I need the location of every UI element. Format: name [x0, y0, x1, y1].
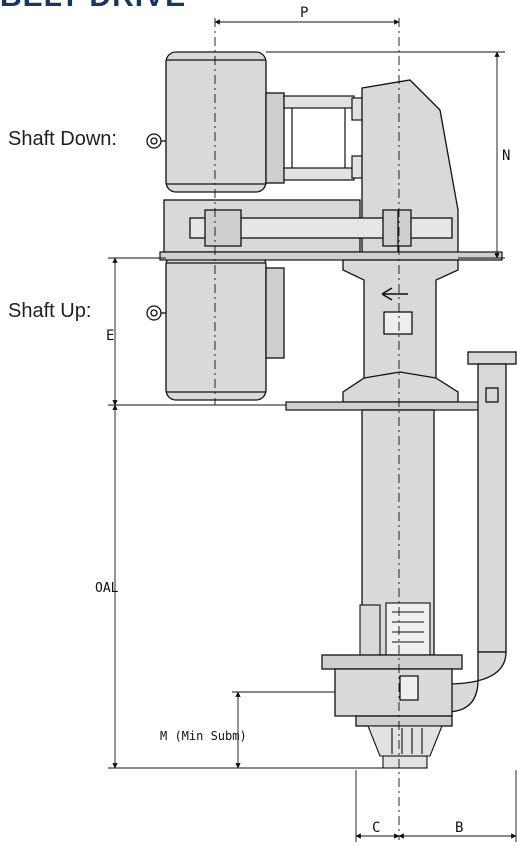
motor-lower [165, 254, 285, 401]
dim-label-b: B [455, 820, 463, 836]
suction-strainer [367, 725, 443, 769]
dimension-lines [108, 19, 517, 842]
dim-label-p: P [300, 5, 308, 21]
dim-label-c: C [372, 820, 380, 836]
belt-guard [163, 79, 459, 256]
dim-label-n: N [502, 148, 510, 164]
eyebolt-icon-bottom [146, 305, 167, 321]
eyebolt-icon-top [146, 133, 167, 149]
bearing-housing [342, 259, 459, 403]
diagram-heading: BELT DRIVE [0, 0, 186, 14]
mounting-plate [285, 401, 497, 411]
center-lines [214, 18, 400, 840]
pump-casing [321, 654, 463, 727]
motor-upper [165, 51, 285, 193]
motor-rails [283, 95, 365, 181]
shaft-up-label: Shaft Up: [8, 300, 92, 322]
dim-label-oal: OAL [95, 581, 119, 596]
dim-label-e: E [106, 328, 114, 344]
shaft-down-label: Shaft Down: [8, 128, 117, 150]
motor-base-plate [159, 251, 503, 261]
column-strainer [359, 602, 431, 656]
dim-label-m: M (Min Subm) [160, 729, 247, 743]
